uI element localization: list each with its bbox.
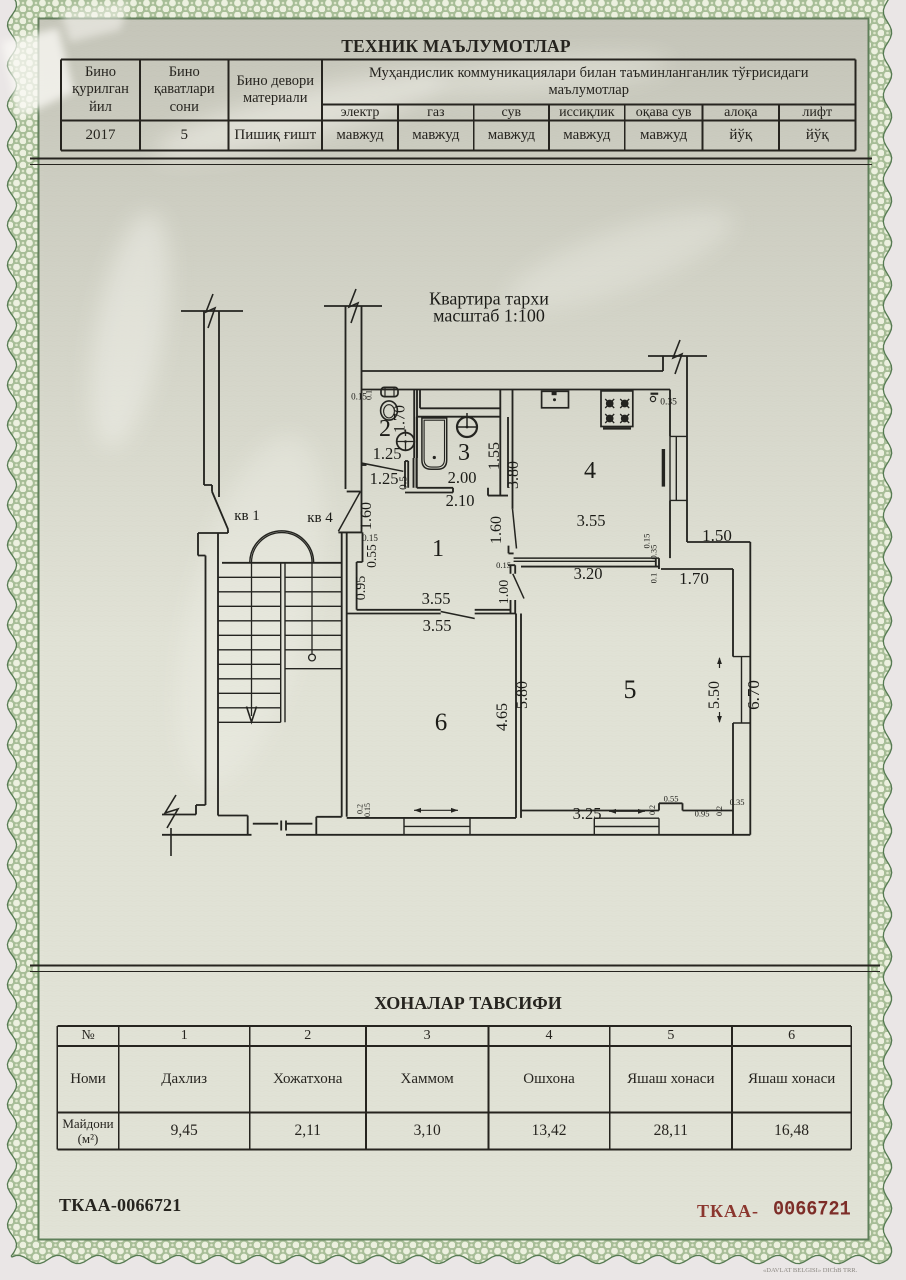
svg-text:0.35: 0.35 xyxy=(660,398,677,408)
svg-text:0.15: 0.15 xyxy=(642,534,652,549)
svg-text:1.55: 1.55 xyxy=(486,442,503,470)
svg-text:Квартира тархи: Квартира тархи xyxy=(429,289,549,309)
svg-text:1.60: 1.60 xyxy=(488,516,505,544)
svg-text:1.70: 1.70 xyxy=(392,405,409,433)
svg-text:0.15: 0.15 xyxy=(496,560,511,570)
svg-text:0.2: 0.2 xyxy=(356,804,365,814)
svg-text:0.5: 0.5 xyxy=(398,476,410,490)
svg-text:3.20: 3.20 xyxy=(574,564,603,583)
svg-text:1.70: 1.70 xyxy=(679,569,709,588)
svg-text:2.00: 2.00 xyxy=(448,468,477,487)
svg-text:0.55: 0.55 xyxy=(664,794,679,804)
svg-text:0.15: 0.15 xyxy=(362,533,378,543)
svg-text:1.50: 1.50 xyxy=(702,526,732,545)
svg-text:6.70: 6.70 xyxy=(744,680,763,710)
svg-text:0.95: 0.95 xyxy=(695,809,710,819)
svg-text:4: 4 xyxy=(584,458,596,484)
svg-text:2: 2 xyxy=(379,416,391,442)
svg-text:масштаб 1:100: масштаб 1:100 xyxy=(433,306,545,326)
svg-text:5: 5 xyxy=(624,675,637,704)
svg-text:1: 1 xyxy=(432,536,444,562)
svg-text:4.65: 4.65 xyxy=(494,703,511,731)
svg-text:0.15: 0.15 xyxy=(351,392,367,402)
svg-text:1.00: 1.00 xyxy=(497,580,512,605)
svg-text:1.60: 1.60 xyxy=(358,502,375,530)
svg-text:2.10: 2.10 xyxy=(446,491,475,510)
svg-text:кв 4: кв 4 xyxy=(307,510,333,526)
svg-text:6: 6 xyxy=(435,709,448,736)
svg-text:3.55: 3.55 xyxy=(423,616,452,635)
svg-text:3.55: 3.55 xyxy=(422,589,451,608)
svg-text:5.50: 5.50 xyxy=(706,681,723,709)
svg-text:0.35: 0.35 xyxy=(730,797,745,807)
svg-text:3: 3 xyxy=(458,440,470,466)
svg-text:3.25: 3.25 xyxy=(573,804,602,823)
svg-text:1.25: 1.25 xyxy=(373,444,402,463)
svg-text:0.1: 0.1 xyxy=(649,573,659,584)
svg-text:кв 1: кв 1 xyxy=(234,508,260,524)
svg-text:0.2: 0.2 xyxy=(715,806,724,816)
svg-text:3.80: 3.80 xyxy=(505,461,522,489)
svg-text:0.15: 0.15 xyxy=(363,803,372,817)
svg-text:0.2: 0.2 xyxy=(648,805,657,815)
svg-text:0.1: 0.1 xyxy=(365,390,374,400)
svg-text:1.25: 1.25 xyxy=(370,469,399,488)
svg-text:5.80: 5.80 xyxy=(514,681,531,709)
svg-text:3.55: 3.55 xyxy=(577,511,606,530)
svg-text:0.35: 0.35 xyxy=(649,545,659,560)
svg-text:0.55: 0.55 xyxy=(364,544,379,568)
svg-text:0.95: 0.95 xyxy=(354,576,369,601)
